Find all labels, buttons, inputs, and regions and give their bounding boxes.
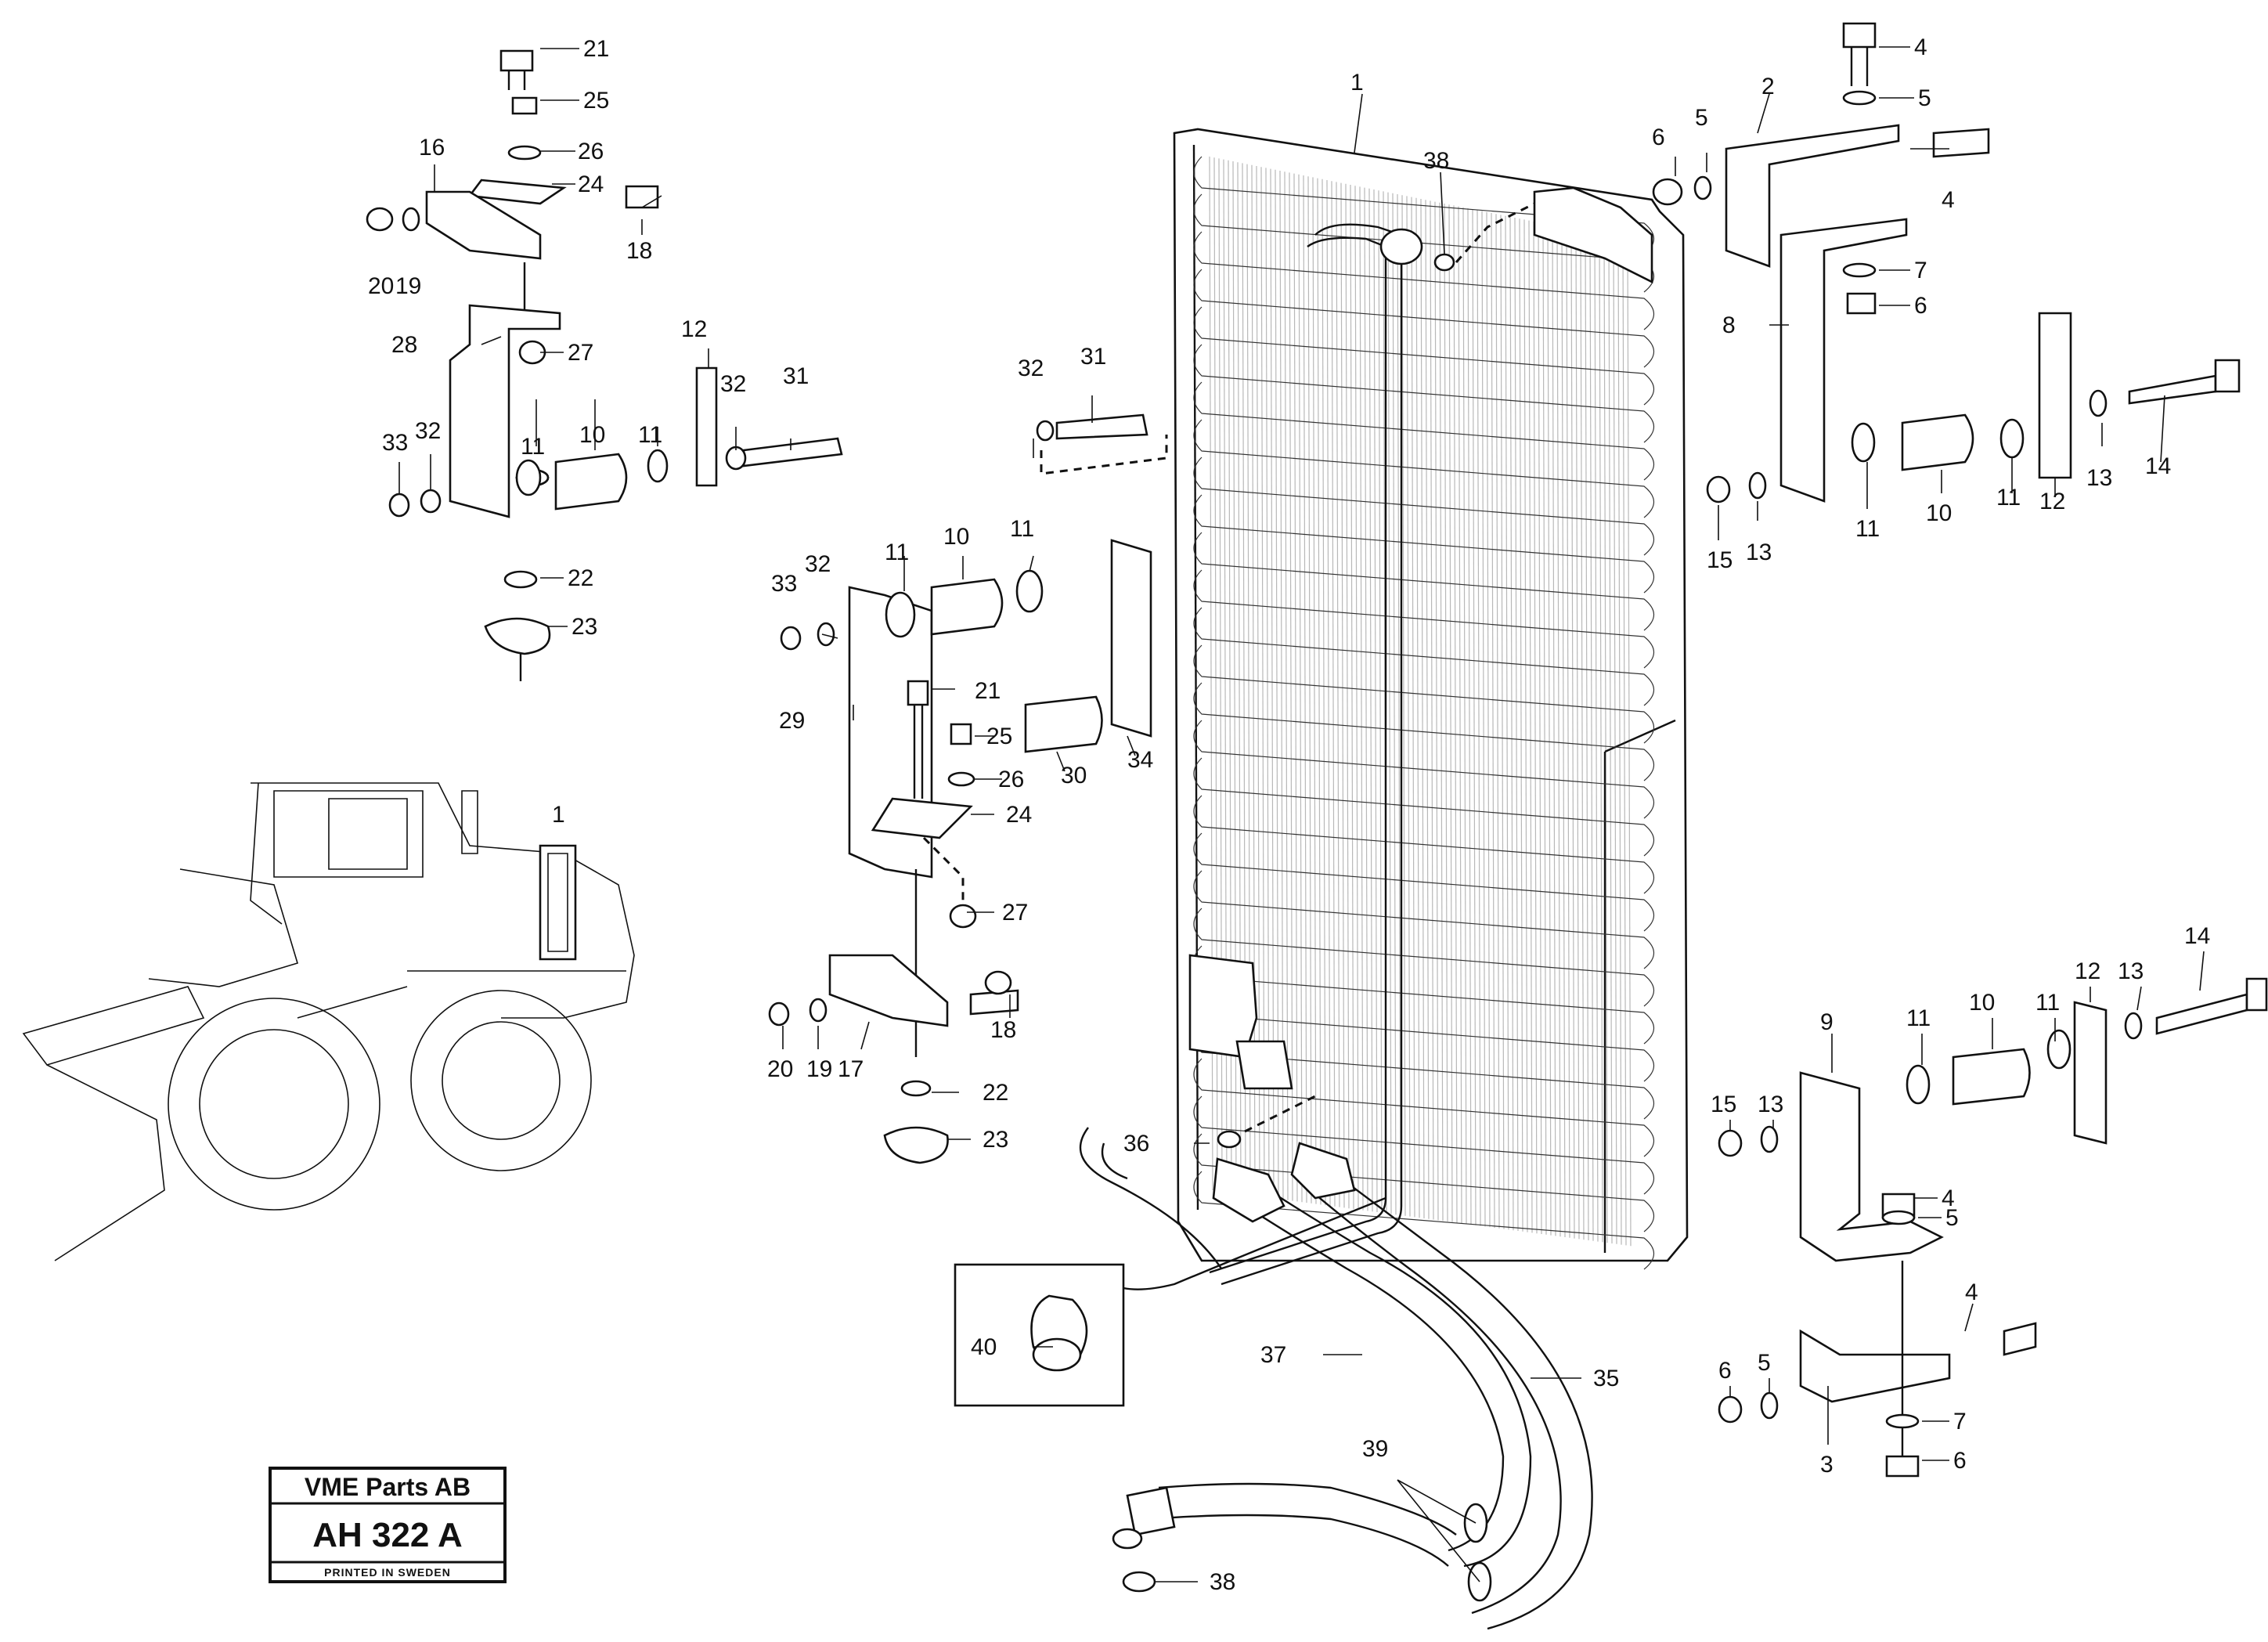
- callout-36: 36: [1123, 1131, 1149, 1157]
- callout-17: 17: [838, 1056, 864, 1082]
- callout-10: 10: [1926, 500, 1952, 526]
- callout-20: 20: [767, 1056, 793, 1082]
- callout-4: 4: [1965, 1279, 1978, 1305]
- callout-8: 8: [1722, 312, 1736, 338]
- callout-11: 11: [1906, 1005, 1931, 1031]
- callout-40: 40: [971, 1334, 997, 1360]
- vme-parts-stamp: VME Parts AB AH 322 A PRINTED IN SWEDEN: [269, 1467, 507, 1583]
- callout-32: 32: [720, 371, 746, 397]
- callout-11: 11: [885, 540, 909, 565]
- callout-22: 22: [983, 1080, 1008, 1106]
- callout-33: 33: [771, 571, 797, 597]
- mount-assembly-bottom-right: [1718, 977, 2268, 1478]
- callout-10: 10: [1969, 990, 1995, 1016]
- callout-32: 32: [415, 418, 441, 444]
- callout-37: 37: [1260, 1342, 1286, 1368]
- callout-6: 6: [1652, 125, 1665, 150]
- condenser-core: [1173, 128, 1689, 1270]
- callout-21: 21: [975, 678, 1001, 704]
- callout-5: 5: [1945, 1205, 1959, 1231]
- callout-11: 11: [1010, 516, 1034, 542]
- callout-27: 27: [1002, 900, 1028, 926]
- callout-35: 35: [1593, 1366, 1619, 1391]
- callout-5: 5: [1695, 105, 1708, 131]
- callout-22: 22: [568, 565, 593, 591]
- callout-21: 21: [583, 36, 609, 62]
- hoses: [1079, 1095, 1593, 1630]
- callout-29: 29: [779, 708, 805, 734]
- stamp-code: AH 322 A: [312, 1516, 463, 1554]
- pipe-37-upper: [1209, 202, 1535, 1286]
- callout-23: 23: [983, 1127, 1008, 1153]
- callout-25: 25: [583, 88, 609, 114]
- callout-4: 4: [1914, 34, 1927, 60]
- callout-13: 13: [1746, 540, 1772, 565]
- callout-11: 11: [638, 422, 662, 448]
- callout-39: 39: [1362, 1436, 1388, 1462]
- inset-callout-1: 1: [552, 802, 565, 828]
- callout-7: 7: [1953, 1409, 1967, 1434]
- stamp-company: VME Parts AB: [305, 1473, 471, 1501]
- callout-20: 20: [368, 273, 394, 299]
- loader-machine-inset: [22, 782, 635, 1261]
- callout-23: 23: [572, 614, 597, 640]
- callout-32: 32: [1018, 355, 1044, 381]
- callout-24: 24: [1006, 802, 1032, 828]
- callout-34: 34: [1127, 747, 1153, 773]
- callout-12: 12: [2039, 489, 2065, 514]
- callout-30: 30: [1061, 763, 1087, 789]
- callout-11: 11: [1855, 516, 1880, 542]
- callout-13: 13: [2118, 958, 2144, 984]
- callout-10: 10: [579, 422, 605, 448]
- callout-33: 33: [382, 430, 408, 456]
- callout-9: 9: [1820, 1009, 1834, 1035]
- callout-6: 6: [1914, 293, 1927, 319]
- callout-38: 38: [1210, 1569, 1235, 1595]
- callout-28: 28: [391, 332, 417, 358]
- callout-11: 11: [2035, 990, 2060, 1016]
- callout-38: 38: [1423, 148, 1449, 174]
- mount-assembly-middle: [768, 413, 1168, 1164]
- callout-11: 11: [1996, 485, 2021, 511]
- callout-12: 12: [681, 316, 707, 342]
- callout-26: 26: [578, 139, 604, 164]
- callout-10: 10: [943, 524, 969, 550]
- callout-4: 4: [1942, 1185, 1955, 1211]
- callout-16: 16: [419, 135, 445, 161]
- callout-32: 32: [805, 551, 831, 577]
- callout-2: 2: [1761, 74, 1775, 99]
- callout-18: 18: [990, 1017, 1016, 1043]
- callout-27: 27: [568, 340, 593, 366]
- mount-assembly-top-right: [1652, 22, 2241, 503]
- callout-26: 26: [998, 767, 1024, 792]
- callout-5: 5: [1758, 1350, 1771, 1376]
- callout-14: 14: [2145, 453, 2171, 479]
- callout-25: 25: [986, 724, 1012, 749]
- callout-4: 4: [1942, 187, 1955, 213]
- callout-31: 31: [1080, 344, 1106, 370]
- callout-6: 6: [1953, 1448, 1967, 1474]
- clamp-detail-box: [954, 1263, 1125, 1407]
- stamp-printed: PRINTED IN SWEDEN: [324, 1566, 451, 1579]
- callout-15: 15: [1707, 547, 1733, 573]
- callout-1: 1: [1350, 70, 1364, 96]
- callout-19: 19: [806, 1056, 832, 1082]
- callout-24: 24: [578, 171, 604, 197]
- leader-lines: [398, 46, 2205, 1582]
- callout-19: 19: [395, 273, 421, 299]
- callout-12: 12: [2075, 958, 2100, 984]
- callout-numbers: 1 38 2 4 5 5 6 4 7 6 8 14 13 12 11 10 11…: [368, 34, 2210, 1595]
- callout-6: 6: [1718, 1358, 1732, 1384]
- callout-5: 5: [1918, 85, 1931, 111]
- callout-14: 14: [2184, 923, 2210, 949]
- callout-15: 15: [1711, 1092, 1736, 1117]
- callout-13: 13: [1758, 1092, 1783, 1117]
- callout-13: 13: [2086, 465, 2112, 491]
- callout-11: 11: [521, 434, 545, 460]
- callout-31: 31: [783, 363, 809, 389]
- callout-18: 18: [626, 238, 652, 264]
- callout-7: 7: [1914, 258, 1927, 283]
- callout-3: 3: [1820, 1452, 1834, 1478]
